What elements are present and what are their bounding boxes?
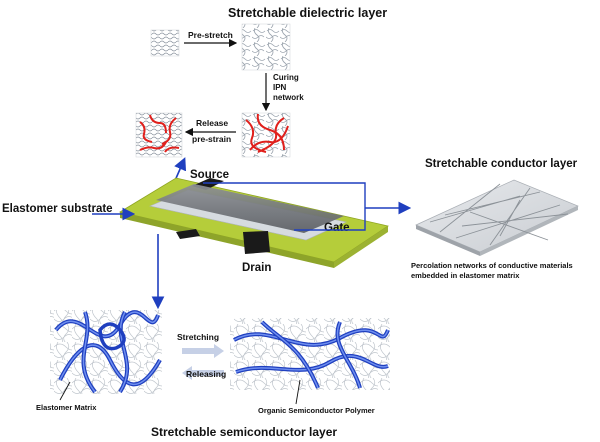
elastomer-matrix-pointer — [59, 381, 71, 401]
prestretched-network-square — [241, 23, 291, 71]
gate-label: Gate — [324, 222, 350, 234]
source-pad — [176, 229, 200, 239]
pre-stretch-label: Pre-stretch — [188, 30, 233, 40]
released-ipn-square — [135, 112, 183, 158]
unstretched-network-square — [150, 29, 180, 57]
stretching-arrow — [182, 344, 224, 358]
pre-strain-label: pre-strain — [192, 134, 231, 144]
percolation-text-line1: Percolation networks of conductive mater… — [411, 261, 573, 270]
releasing-arrow — [182, 366, 224, 380]
transistor-device — [118, 177, 389, 268]
curing-label-line2: IPN — [273, 83, 287, 92]
conductor-film — [415, 179, 579, 256]
stretching-label: Stretching — [177, 332, 219, 342]
drain-label: Drain — [242, 262, 271, 274]
elastomer-substrate-label: Elastomer substrate — [2, 203, 113, 215]
organic-semiconductor-pointer — [295, 379, 301, 405]
drain-electrode — [243, 231, 270, 254]
releasing-label: Releasing — [186, 369, 226, 379]
percolation-text-line2: embedded in elastomer matrix — [411, 271, 520, 280]
curing-label-line3: network — [273, 93, 304, 102]
curing-label-line1: Curing — [273, 73, 299, 82]
elastomer-matrix-label: Elastomer Matrix — [36, 403, 97, 412]
source-label: Source — [190, 169, 229, 181]
stretched-semiconductor-network — [230, 318, 390, 390]
dielectric-title: Stretchable dielectric layer — [228, 6, 387, 20]
ipn-network-square — [241, 112, 291, 158]
semiconductor-title: Stretchable semiconductor layer — [151, 425, 337, 439]
relaxed-semiconductor-network — [50, 310, 162, 394]
gate-callout-outline — [203, 182, 366, 231]
organic-semiconductor-label: Organic Semiconductor Polymer — [258, 406, 375, 415]
release-label: Release — [196, 118, 228, 128]
gate-dielectric-stack — [156, 184, 344, 233]
conductor-title: Stretchable conductor layer — [425, 158, 578, 170]
